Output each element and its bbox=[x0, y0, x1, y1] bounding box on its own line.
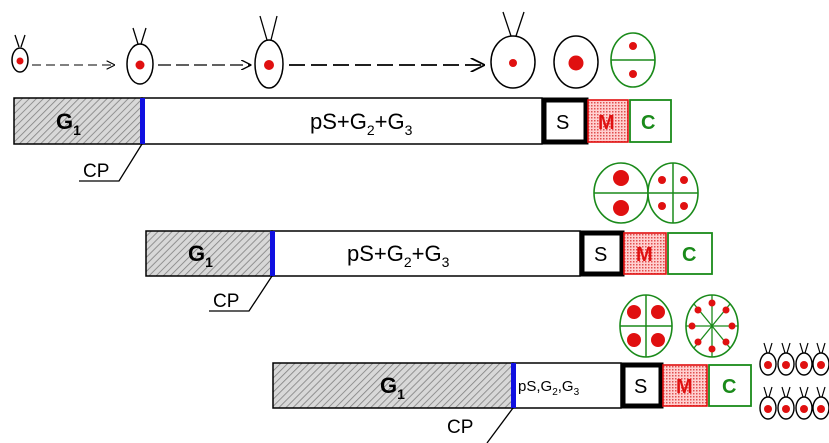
growth-phase bbox=[271, 230, 581, 277]
g1-label: G1 bbox=[56, 109, 81, 138]
cp-leader-line bbox=[486, 407, 514, 443]
cell-cycle-bar-1: G1 pS+G2+G3 S M C CP bbox=[13, 97, 672, 182]
s-phase-label: S bbox=[594, 244, 607, 266]
s-phase-box bbox=[620, 362, 664, 409]
g1-phase bbox=[145, 230, 273, 277]
cell-icon bbox=[126, 27, 154, 85]
g1-label: G1 bbox=[188, 241, 213, 270]
growth-phase-label: pS,G2,G3 bbox=[518, 378, 580, 398]
daughter-cell-icon bbox=[812, 386, 829, 420]
m-phase-label: M bbox=[636, 244, 653, 266]
c-phase-label: C bbox=[641, 112, 655, 134]
growth-phase bbox=[512, 362, 622, 409]
m-phase-label: M bbox=[676, 376, 693, 398]
division-cells-row-3 bbox=[619, 294, 739, 358]
cp-leader-line bbox=[79, 143, 143, 182]
g1-phase bbox=[13, 97, 143, 145]
c-phase-box bbox=[708, 364, 752, 407]
m-phase-box bbox=[587, 99, 629, 143]
daughter-cell-icon bbox=[759, 342, 777, 376]
s-phase-box bbox=[579, 230, 625, 277]
c-phase-label: C bbox=[682, 244, 696, 266]
daughter-cells-cluster bbox=[759, 342, 829, 420]
cell-icon bbox=[254, 15, 284, 89]
m-phase-box bbox=[662, 364, 708, 407]
binary-division-cell-icon bbox=[610, 32, 656, 88]
four-nuclei-cell-icon bbox=[619, 294, 673, 358]
growth-sequence bbox=[11, 11, 656, 89]
c-phase-box bbox=[667, 232, 713, 275]
daughter-cell-icon bbox=[759, 386, 777, 420]
daughter-cell-icon bbox=[795, 386, 813, 420]
enlarged-nucleus-cell-icon bbox=[553, 35, 599, 89]
daughter-cell-icon bbox=[777, 342, 795, 376]
c-phase-label: C bbox=[722, 376, 736, 398]
daughter-cell-icon bbox=[777, 386, 795, 420]
growth-phase-label: pS+G2+G3 bbox=[347, 241, 450, 270]
checkpoint-marker bbox=[270, 231, 275, 276]
m-phase-label: M bbox=[598, 112, 615, 134]
cp-label: CP bbox=[83, 161, 109, 182]
large-cell-icon bbox=[490, 11, 536, 89]
cp-leader-line bbox=[209, 275, 273, 312]
cell-cycle-bar-2: G1 pS+G2+G3 S M C CP bbox=[145, 230, 713, 312]
s-phase-box bbox=[541, 97, 589, 145]
cell-cycle-bar-3: G1 pS,G2,G3 S M C CP bbox=[272, 362, 752, 443]
small-cell-icon bbox=[11, 34, 29, 73]
cp-label: CP bbox=[447, 417, 473, 438]
g1-label: G1 bbox=[380, 373, 405, 402]
growth-phase-label: pS+G2+G3 bbox=[310, 109, 413, 138]
division-cells-row-2 bbox=[593, 162, 699, 224]
c-phase-box bbox=[629, 99, 672, 143]
cp-label: CP bbox=[213, 291, 239, 312]
eight-part-cell-icon bbox=[685, 294, 739, 358]
checkpoint-marker bbox=[140, 98, 145, 144]
two-nuclei-cell-icon bbox=[593, 162, 649, 224]
m-phase-box bbox=[623, 232, 667, 275]
g1-phase bbox=[272, 362, 514, 409]
four-part-cell-icon bbox=[647, 162, 699, 224]
growth-phase bbox=[141, 97, 543, 145]
checkpoint-marker bbox=[511, 363, 516, 408]
s-phase-label: S bbox=[556, 112, 569, 134]
daughter-cell-icon bbox=[812, 342, 829, 376]
s-phase-label: S bbox=[634, 376, 647, 398]
daughter-cell-icon bbox=[795, 342, 813, 376]
